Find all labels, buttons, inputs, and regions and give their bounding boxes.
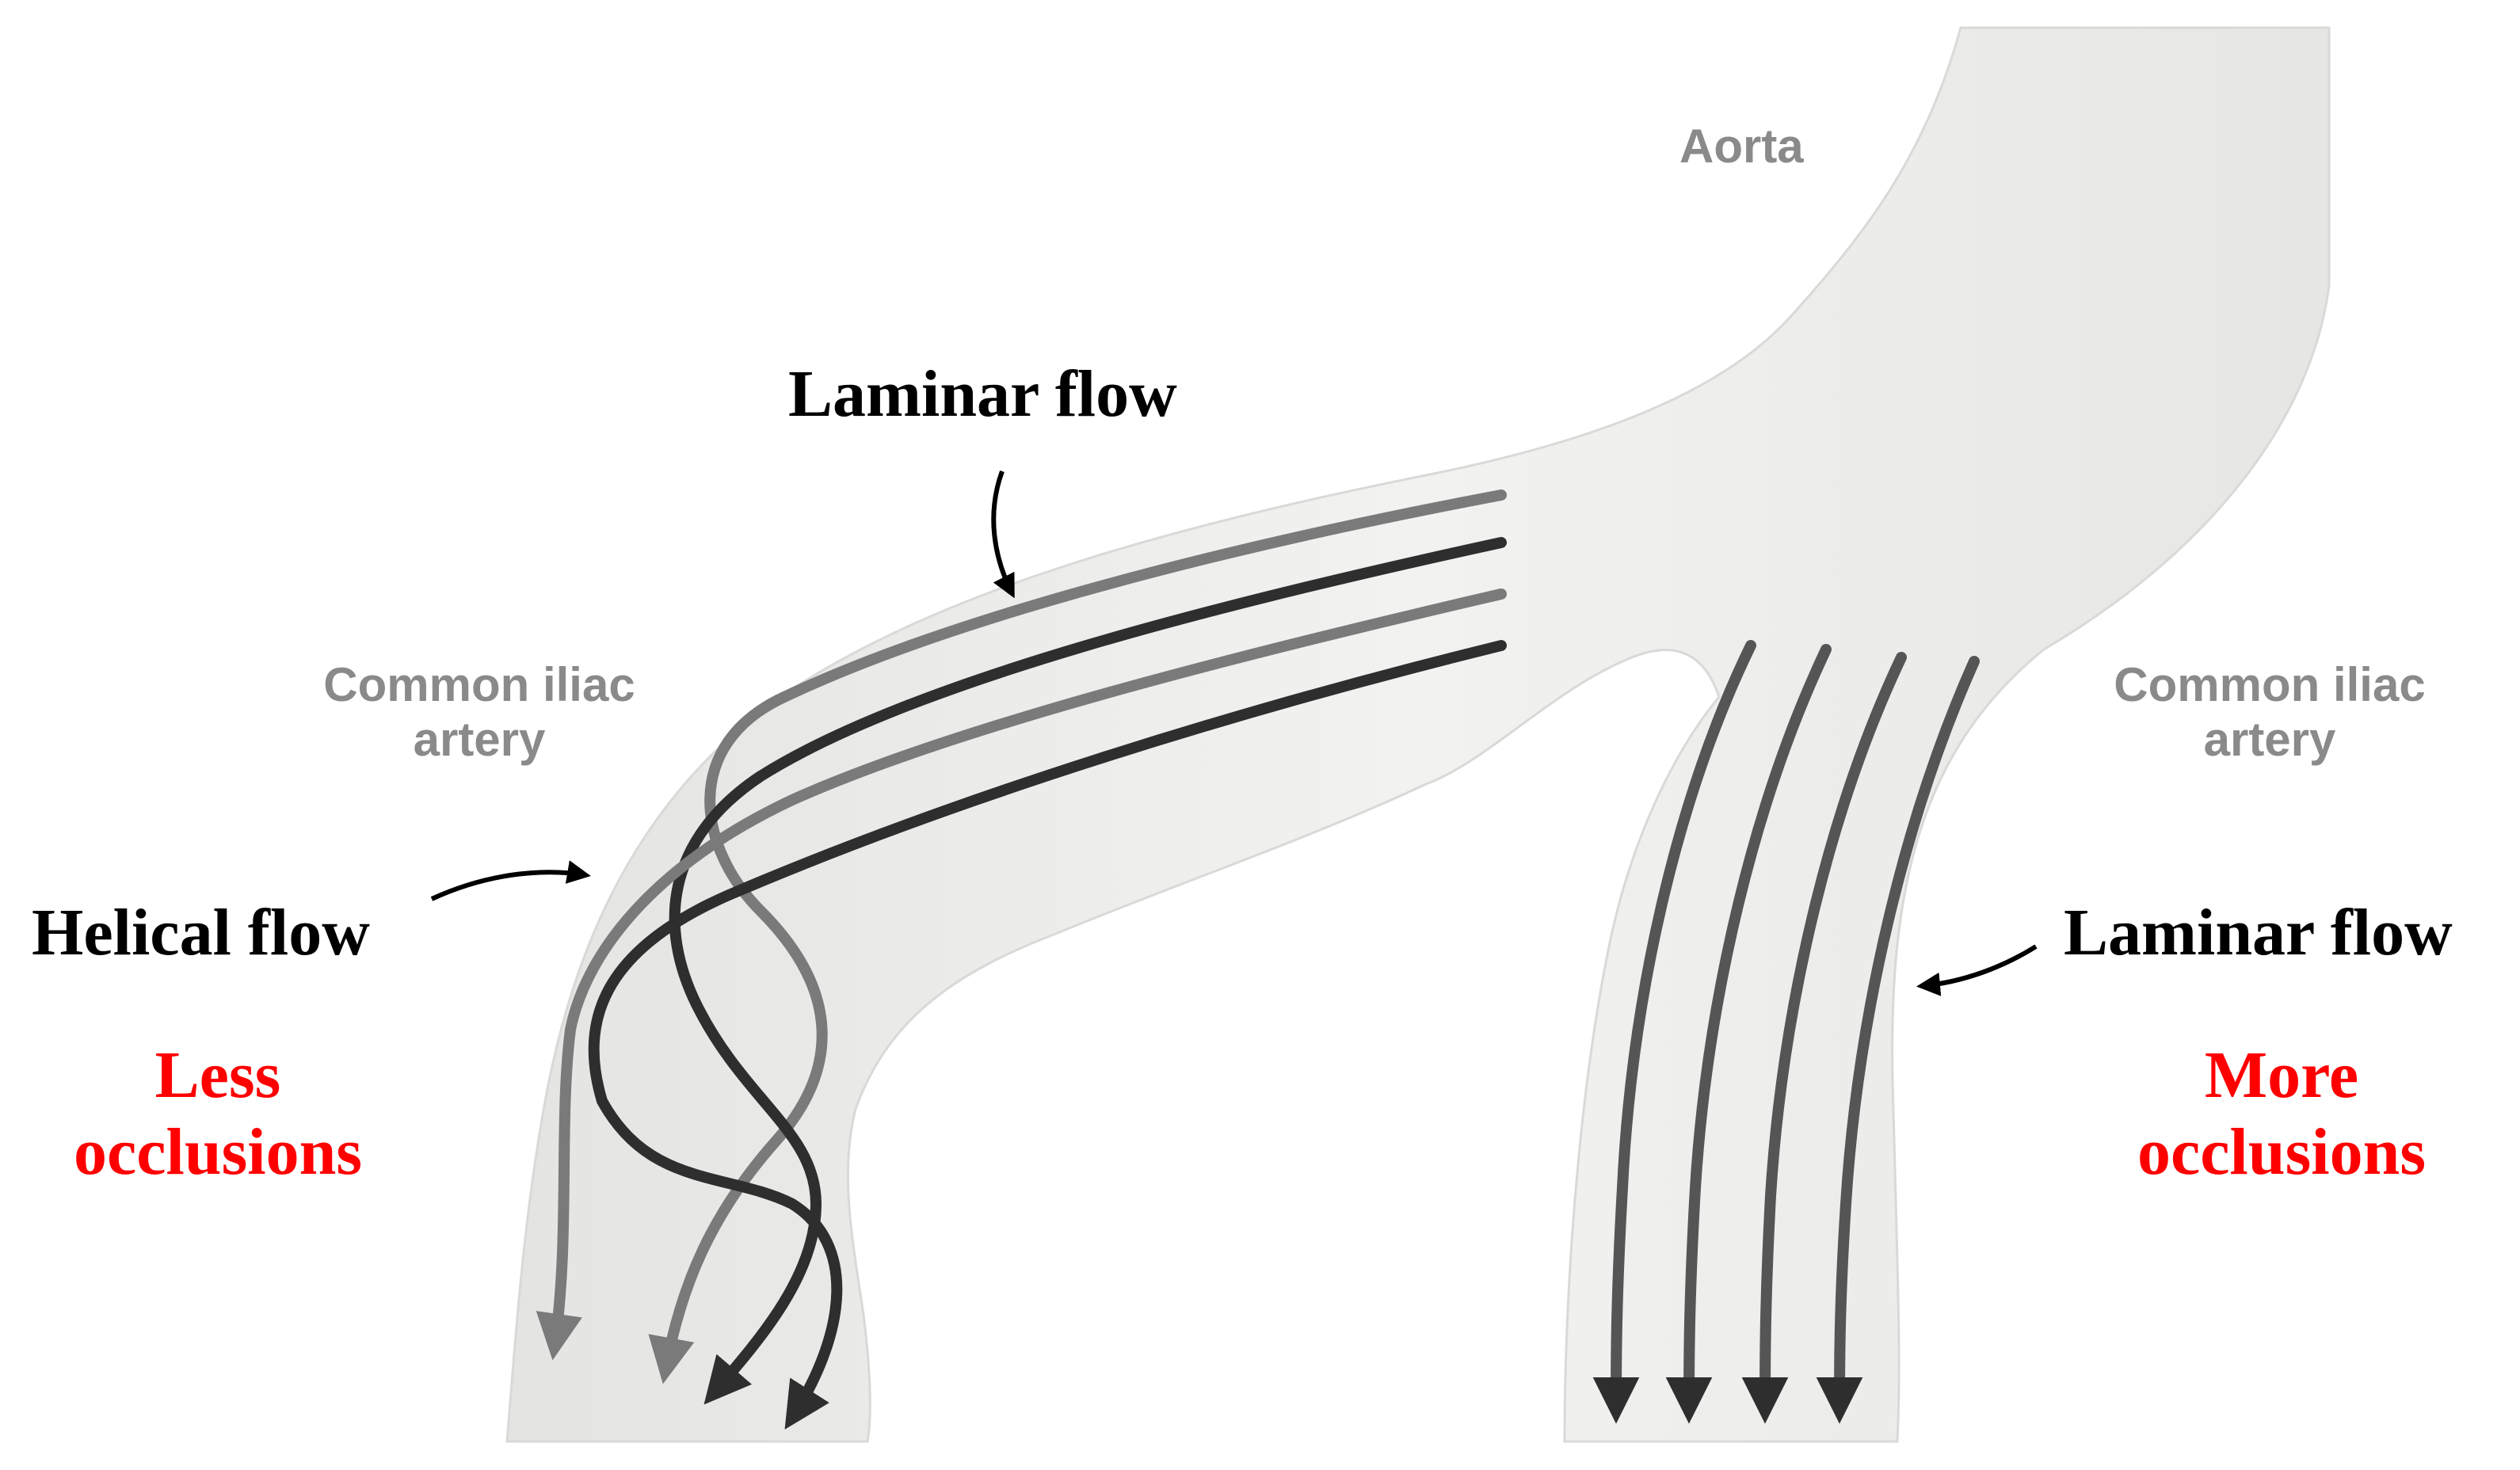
left-common-iliac-label: Common iliac artery: [301, 657, 658, 767]
streamline-4: [588, 640, 1507, 1430]
more-line2: occlusions: [2137, 1114, 2427, 1189]
right-artery-line1: Common iliac: [2114, 658, 2426, 711]
more-line1: More: [2204, 1038, 2359, 1112]
streamline-3: [536, 588, 1507, 1361]
right-streamline-1: [1592, 640, 1756, 1424]
right-streamline-3: [1741, 652, 1907, 1424]
laminar-flow-streamlines-right: [1592, 640, 1980, 1424]
helical-pointer-arrow: [430, 860, 591, 901]
right-common-iliac-label: Common iliac artery: [2091, 657, 2448, 767]
streamline-2: [669, 537, 1507, 1405]
laminar-top-pointer-arrow: [991, 470, 1015, 599]
helical-flow-streamlines: [536, 489, 1507, 1430]
aorta-label: Aorta: [1679, 120, 1804, 173]
laminar-flow-right-label: Laminar flow: [2064, 896, 2453, 969]
vessel-body: [505, 26, 2331, 1443]
less-line1: Less: [154, 1038, 281, 1112]
less-occlusions-label: Less occlusions: [32, 1038, 404, 1190]
left-artery-line1: Common iliac: [323, 658, 635, 711]
right-streamline-2: [1665, 644, 1832, 1424]
laminar-flow-top-label: Laminar flow: [788, 357, 1177, 431]
helical-flow-label: Helical flow: [32, 896, 370, 969]
right-artery-line2: artery: [2203, 713, 2336, 766]
more-occlusions-label: More occlusions: [2095, 1038, 2468, 1190]
laminar-right-pointer-arrow: [1916, 944, 2038, 996]
less-line2: occlusions: [73, 1114, 363, 1189]
left-artery-line2: artery: [413, 713, 546, 766]
right-streamline-4: [1816, 656, 1980, 1424]
